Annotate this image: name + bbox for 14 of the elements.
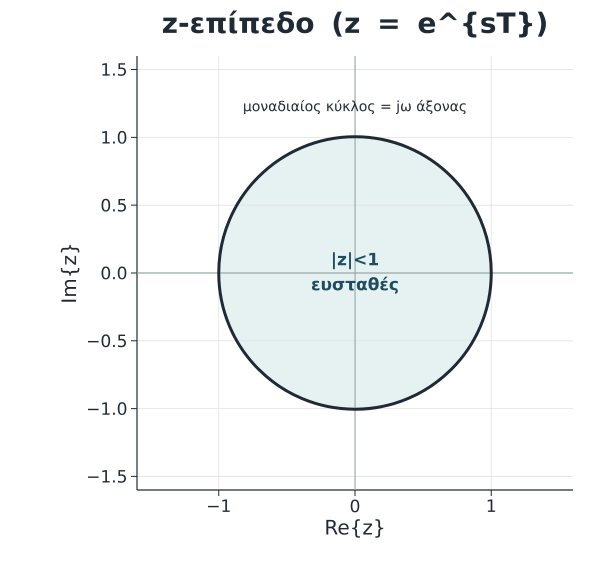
x-tick-label: 1 [488, 500, 496, 512]
annotation: μοναδιαίος κύκλος = jω άξονας [244, 100, 466, 114]
y-tick-label: −0.5 [88, 334, 126, 348]
x-tick-label: −1 [208, 500, 230, 512]
x-tick-label: 0 [350, 500, 360, 512]
y-axis-title: Im{z} [60, 244, 80, 302]
y-tick-label: 1.0 [102, 130, 126, 144]
x-axis-title: Re{z} [326, 519, 384, 538]
y-tick-label: 0.0 [102, 266, 126, 280]
y-tick-label: 0.5 [102, 198, 126, 212]
chart-title: z-επίπεδο (z = e^{sT}) [162, 10, 546, 38]
y-tick-label: −1.0 [88, 402, 126, 416]
y-tick-label: −1.5 [88, 470, 126, 483]
y-tick-label: 1.5 [102, 63, 126, 76]
